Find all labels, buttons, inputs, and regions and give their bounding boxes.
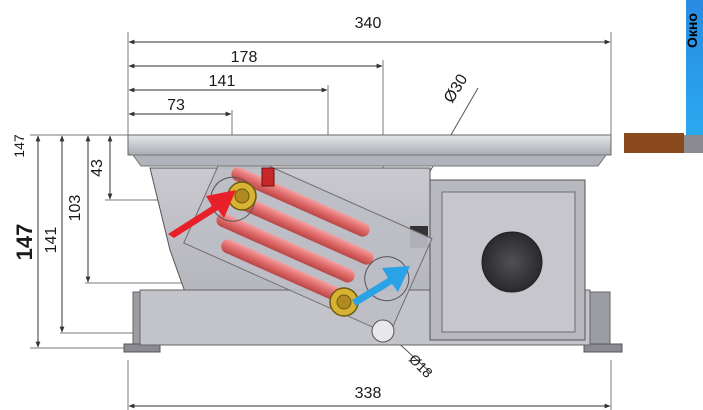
- label-43: 43: [89, 159, 106, 177]
- label-147-large: 147: [12, 224, 37, 261]
- label-141-vertical: 141: [43, 227, 60, 254]
- label-d30: Ø30: [441, 71, 471, 106]
- label-340: 340: [355, 15, 382, 32]
- label-178: 178: [231, 49, 258, 66]
- label-103: 103: [67, 195, 84, 222]
- supply-valve: [227, 167, 275, 211]
- sidebar-label[interactable]: Окно: [684, 13, 700, 48]
- floor-gray-strip: [684, 135, 703, 153]
- floor-wood-strip: [624, 133, 684, 153]
- right-foot-base: [583, 343, 623, 353]
- return-valve: [329, 287, 359, 317]
- pipe-3: [216, 213, 355, 283]
- pipe-4: [221, 239, 360, 309]
- label-73: 73: [167, 97, 185, 114]
- right-foot: [587, 291, 611, 351]
- label-d18: Ø18: [406, 351, 436, 381]
- convector-body: [123, 134, 623, 353]
- pipe-end-ring-1: [210, 176, 256, 222]
- cold-flow-arrow: [352, 266, 410, 306]
- pipe-2: [235, 195, 374, 265]
- sidebar-tab[interactable]: [686, 0, 703, 135]
- label-338: 338: [355, 385, 382, 402]
- hot-flow-arrow: [168, 190, 236, 238]
- pipe-end-ring-2: [364, 256, 410, 302]
- drain-pipe: [371, 319, 395, 343]
- fan-motor: [481, 231, 543, 293]
- horizontal-dimensions: [128, 39, 611, 409]
- label-147-small: 147: [11, 134, 27, 158]
- label-141: 141: [209, 73, 236, 90]
- top-grille: [127, 134, 612, 156]
- grille-lip: [132, 154, 607, 167]
- vertical-dimensions: [35, 135, 113, 348]
